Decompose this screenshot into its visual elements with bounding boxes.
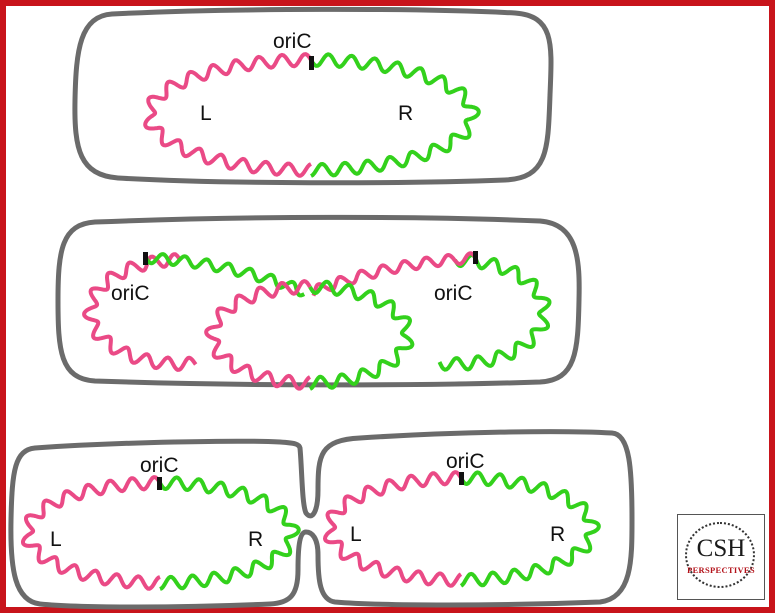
oric-label: oriC [140, 454, 179, 477]
right-strand [308, 279, 415, 391]
left-strand [143, 52, 313, 178]
oric-label: oriC [273, 30, 312, 53]
left-arm-label: L [350, 523, 362, 546]
right-strand [459, 470, 601, 588]
left-strand [204, 279, 312, 391]
origin-marker [459, 472, 464, 485]
right-strand [144, 252, 306, 298]
left-strand [311, 251, 478, 297]
right-arm-label: R [398, 102, 413, 125]
right-arm-label: R [248, 528, 263, 551]
right-strand [309, 52, 481, 178]
oric-label: oriC [446, 450, 485, 473]
origin-marker [473, 251, 478, 264]
left-arm-label: L [50, 528, 62, 551]
left-strand [82, 252, 198, 372]
origin-marker [309, 56, 314, 70]
left-strand [21, 475, 162, 591]
cell-outline-panel2 [55, 214, 582, 388]
dna-ring-icon [685, 522, 755, 588]
logo-text: CSH [696, 535, 746, 562]
oric-label: oriC [111, 282, 150, 305]
right-arm-label: R [550, 523, 565, 546]
origin-marker [143, 252, 148, 265]
right-strand [437, 252, 552, 372]
oric-label: oriC [434, 282, 473, 305]
left-strand [323, 470, 463, 588]
cell-outline-panel3 [8, 429, 635, 610]
right-strand [158, 475, 301, 591]
origin-marker [157, 477, 162, 490]
logo-subtext: PERSPECTIVES [687, 565, 755, 575]
chromosome-strands [21, 52, 601, 591]
cell-outline-panel1 [72, 6, 554, 186]
csh-perspectives-logo: CSH PERSPECTIVES [677, 514, 765, 600]
left-arm-label: L [200, 102, 212, 125]
